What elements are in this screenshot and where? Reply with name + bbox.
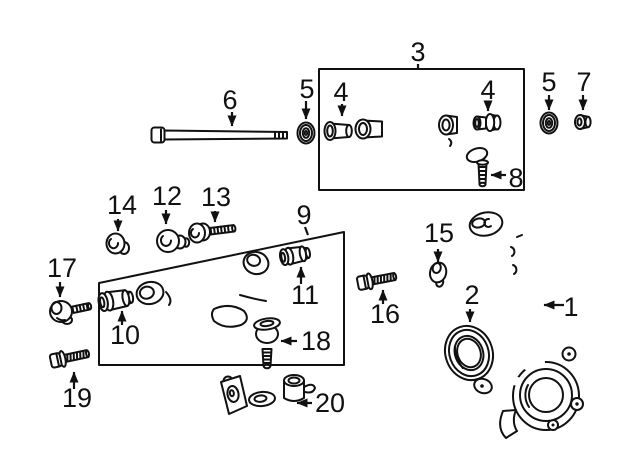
callout-2: 2 — [464, 280, 479, 310]
callout-5-left: 5 — [299, 74, 314, 104]
upper-arm-box — [318, 68, 525, 191]
callout-1: 1 — [563, 292, 578, 322]
callout-4-front: 4 — [333, 77, 348, 107]
callout-labels: 1 2 3 4 4 5 5 6 7 8 9 10 11 12 13 14 15 … — [47, 37, 592, 418]
cam-nut-part — [105, 232, 130, 255]
callout-7: 7 — [576, 67, 591, 97]
washer-part-left — [296, 121, 316, 145]
grease-seal-part — [443, 324, 495, 382]
lower-ball-joint-part — [253, 317, 281, 370]
callout-13: 13 — [201, 182, 231, 212]
callout-18: 18 — [301, 326, 331, 356]
cam-bolt-part — [188, 222, 237, 244]
callout-12: 12 — [152, 181, 182, 211]
callout-5-right: 5 — [541, 67, 556, 97]
ball-joint-clamp-part — [220, 374, 316, 415]
callout-6: 6 — [222, 85, 237, 115]
upper-ball-joint-stud — [476, 159, 489, 188]
cam-adjust-bolt-part — [49, 300, 93, 325]
callout-3: 3 — [410, 37, 425, 67]
callout-arrows — [55, 64, 588, 408]
callout-19: 19 — [62, 383, 92, 413]
callout-17: 17 — [47, 253, 77, 283]
callout-8: 8 — [508, 163, 523, 193]
bolt-part-19 — [48, 349, 91, 369]
upper-control-arm-part — [354, 114, 489, 171]
callout-16: 16 — [370, 299, 400, 329]
pivot-bolt-part — [150, 126, 288, 144]
washer-part-right — [539, 111, 559, 135]
callout-10: 10 — [110, 320, 140, 350]
callout-4-rear: 4 — [480, 75, 495, 105]
upper-arm-bushing-rear — [472, 113, 502, 132]
upper-arm-bushing-front — [323, 121, 353, 141]
lower-arm-box — [98, 231, 345, 366]
callout-14: 14 — [107, 190, 137, 220]
lower-arm-bushing-front — [97, 289, 135, 312]
callout-11: 11 — [291, 280, 319, 310]
bolt-part-16 — [356, 271, 398, 291]
nut-part-15 — [428, 261, 448, 288]
lower-control-arm-part — [135, 250, 270, 340]
nut-part-7 — [574, 114, 592, 130]
lower-arm-bushing-rear — [279, 245, 311, 266]
callout-9: 9 — [296, 200, 311, 230]
callout-20: 20 — [315, 388, 345, 418]
callout-15: 15 — [424, 218, 454, 248]
steering-knuckle-part — [468, 211, 584, 439]
cam-plate-part — [156, 229, 191, 253]
